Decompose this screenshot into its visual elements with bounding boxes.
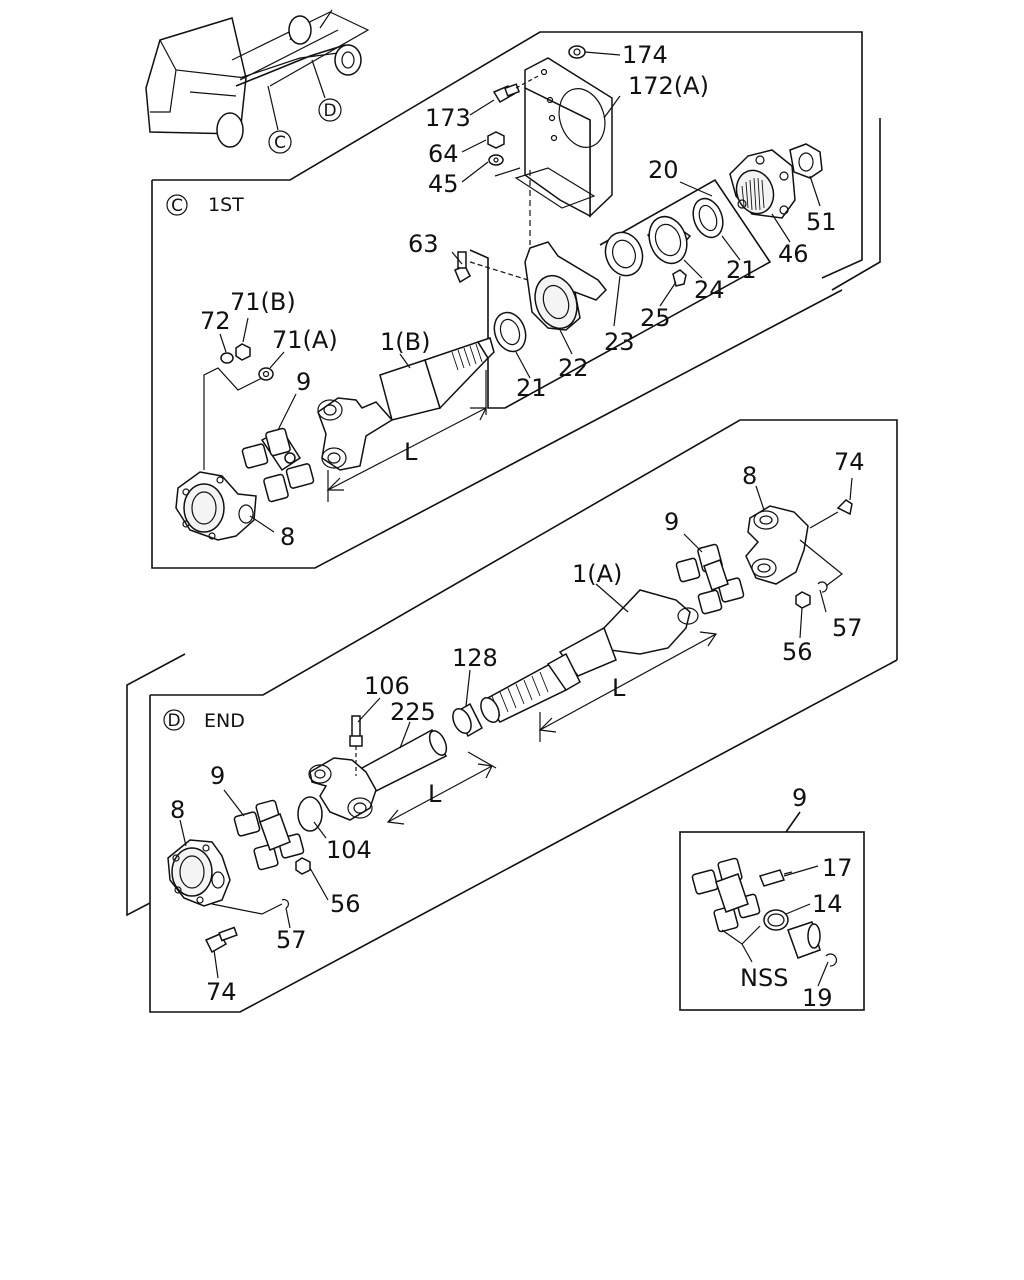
callout-72: 72 [200,307,231,335]
section-first-marker: C [171,196,183,216]
callout-51: 51 [806,208,837,236]
callout-57-upper: 57 [832,614,863,642]
callout-106: 106 [364,672,410,700]
front-flange-yoke [175,367,263,541]
callout-74-upper: 74 [834,448,865,476]
universal-joint-detail [691,857,838,967]
section-end-shaft: D END [163,499,853,954]
callout-17: 17 [822,854,853,882]
callout-46: 46 [778,240,809,268]
callout-104: 104 [326,836,372,864]
callout-22: 22 [558,354,589,382]
callout-23: 23 [604,328,635,356]
truck-callout-c [268,130,292,154]
slip-yoke [297,715,497,832]
section-first-title: 1ST [208,194,244,216]
callout-21-upper: 21 [726,256,757,284]
callout-9-rear-lower: 9 [210,762,225,790]
callout-1a: 1(A) [572,560,622,588]
rear-flange-yoke-upper [745,499,853,609]
front-universal-joint [241,427,315,503]
truck-overview: C D [145,9,370,154]
section-first-shaft: C 1ST [166,45,823,541]
callout-63: 63 [408,230,439,258]
section-end-title: END [204,710,245,732]
truck-callout-c-text: C [274,133,286,153]
dimension-l-rear: L [612,674,626,702]
callout-128: 128 [452,644,498,672]
callout-nss: NSS [740,964,788,992]
nss-box-ref: 9 [792,784,807,812]
callout-1b: 1(B) [380,328,430,356]
dust-seal-ring [452,702,483,738]
rear-propeller-shaft [480,589,718,742]
callout-20: 20 [648,156,679,184]
callout-173: 173 [425,104,471,132]
callout-56-lower: 56 [330,890,361,918]
callout-9-front: 9 [296,368,311,396]
callout-74-lower: 74 [206,978,237,1006]
flange-nuts [220,343,274,381]
callout-9-rear-upper: 9 [664,508,679,536]
section-frames [126,31,898,1013]
callout-8-rear-lower: 8 [170,796,185,824]
callout-24: 24 [694,276,725,304]
rear-flange-yoke-lower [167,839,311,954]
companion-flange [729,143,823,219]
rear-universal-joint-lower [233,799,305,871]
callout-172a: 172(A) [628,72,709,100]
bracket-fasteners [487,45,621,245]
callout-19: 19 [802,984,833,1012]
callout-8-rear-upper: 8 [742,462,757,490]
center-bearing-assembly [454,178,772,409]
rear-universal-joint-upper [675,543,745,615]
leader-lines [179,95,853,987]
dimension-l-end: L [428,780,442,808]
callout-56-upper: 56 [782,638,813,666]
truck-callout-d [318,98,342,122]
section-first-marker-circle [166,194,188,216]
callout-45: 45 [428,170,459,198]
truck-callout-d-text: D [323,101,336,121]
callout-174: 174 [622,41,668,69]
front-propeller-shaft [317,337,495,502]
callout-71a: 71(A) [272,326,338,354]
center-bearing-bracket [514,57,613,218]
callout-57-lower: 57 [276,926,307,954]
callout-8-front: 8 [280,523,295,551]
callout-21-lower: 21 [516,374,547,402]
section-end-marker: D [167,711,180,731]
callout-14: 14 [812,890,843,918]
callout-225: 225 [390,698,436,726]
callout-labels: 174 172(A) 173 64 45 20 51 46 63 21 24 2… [170,41,865,1012]
callout-64: 64 [428,140,459,168]
dimension-l-front: L [404,438,418,466]
callout-71b: 71(B) [230,288,296,316]
section-end-marker-circle [163,709,185,731]
callout-25: 25 [640,304,671,332]
